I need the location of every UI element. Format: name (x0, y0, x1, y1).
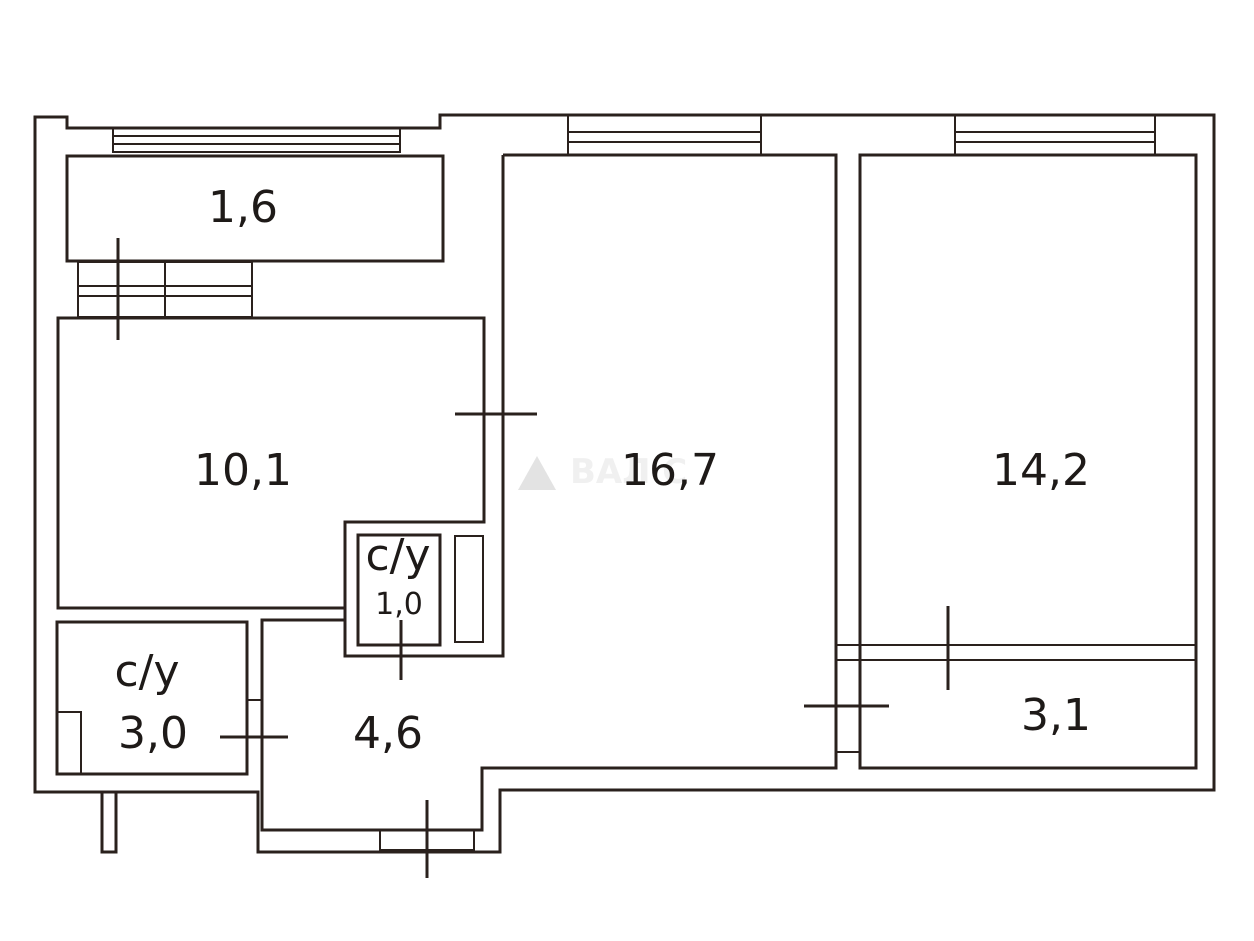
watermark-text: ВАЛ С (570, 452, 687, 492)
balcony-door (77, 238, 253, 340)
room-bedroom (836, 153, 1198, 770)
bath-type: с/у (114, 646, 179, 697)
entrance-door (379, 800, 475, 878)
window-bedroom (954, 114, 1156, 156)
bedroom-area: 14,2 (992, 445, 1090, 496)
hall-area: 4,6 (353, 708, 423, 759)
room-living (260, 153, 838, 832)
bath-area: 3,0 (118, 708, 188, 759)
kitchen-area: 10,1 (194, 445, 292, 496)
balcony-area: 1,6 (208, 182, 278, 233)
wc-small-area: 1,0 (375, 587, 423, 622)
room-balcony (65, 154, 445, 263)
wc-small-type: с/у (365, 530, 430, 581)
outer-walls (33, 113, 1216, 854)
room-wc-small (343, 155, 505, 680)
room-kitchen (56, 316, 486, 610)
living-area: 16,7 (621, 445, 719, 496)
room-bath (55, 620, 288, 776)
watermark: ВАЛ С (518, 452, 687, 492)
closet-area: 3,1 (1021, 690, 1091, 741)
window-balcony (112, 127, 401, 153)
window-living (567, 114, 762, 156)
house-icon (518, 456, 556, 490)
